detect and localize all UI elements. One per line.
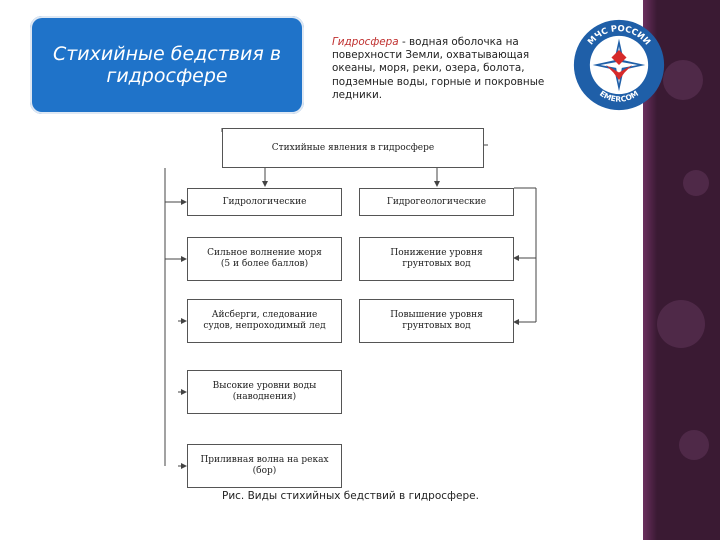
emchs-emblem-icon: МЧС РОССИИ EMERCOM <box>573 19 665 111</box>
side-bar-gradient <box>643 0 657 540</box>
emblem-star <box>592 38 646 92</box>
side-bar-bubble <box>663 60 703 100</box>
diagram-right-item: Повышение уровня грунтовых вод <box>359 299 514 343</box>
diagram-right-item: Понижение уровня грунтовых вод <box>359 237 514 281</box>
slide-title-box: Стихийные бедствия в гидросфере <box>30 16 304 114</box>
diagram-left-item: Сильное волнение моря (5 и более баллов) <box>187 237 342 281</box>
diagram-connectors <box>164 128 537 469</box>
diagram-right-header: Гидрогеологические <box>359 188 514 216</box>
diagram-root-node: Стихийные явления в гидросфере <box>222 128 484 168</box>
diagram-left-item: Приливная волна на реках (бор) <box>187 444 342 488</box>
side-bar-bubble <box>679 430 709 460</box>
definition-text: Гидросфера - водная оболочка на поверхно… <box>332 36 562 102</box>
definition-body: - водная оболочка на поверхности Земли, … <box>332 36 545 101</box>
side-bar-bubble <box>683 170 709 196</box>
diagram-left-header: Гидрологические <box>187 188 342 216</box>
side-bar-bubble <box>657 300 705 348</box>
figure-caption: Рис. Виды стихийных бедствий в гидросфер… <box>222 490 479 502</box>
slide-title: Стихийные бедствия в гидросфере <box>52 43 282 87</box>
diagram-left-item: Айсберги, следование судов, непроходимый… <box>187 299 342 343</box>
diagram-left-item: Высокие уровни воды (наводнения) <box>187 370 342 414</box>
emblem-bottom-text: EMERCOM <box>598 89 640 104</box>
definition-term: Гидросфера <box>332 36 399 48</box>
decorative-side-bar <box>643 0 720 540</box>
